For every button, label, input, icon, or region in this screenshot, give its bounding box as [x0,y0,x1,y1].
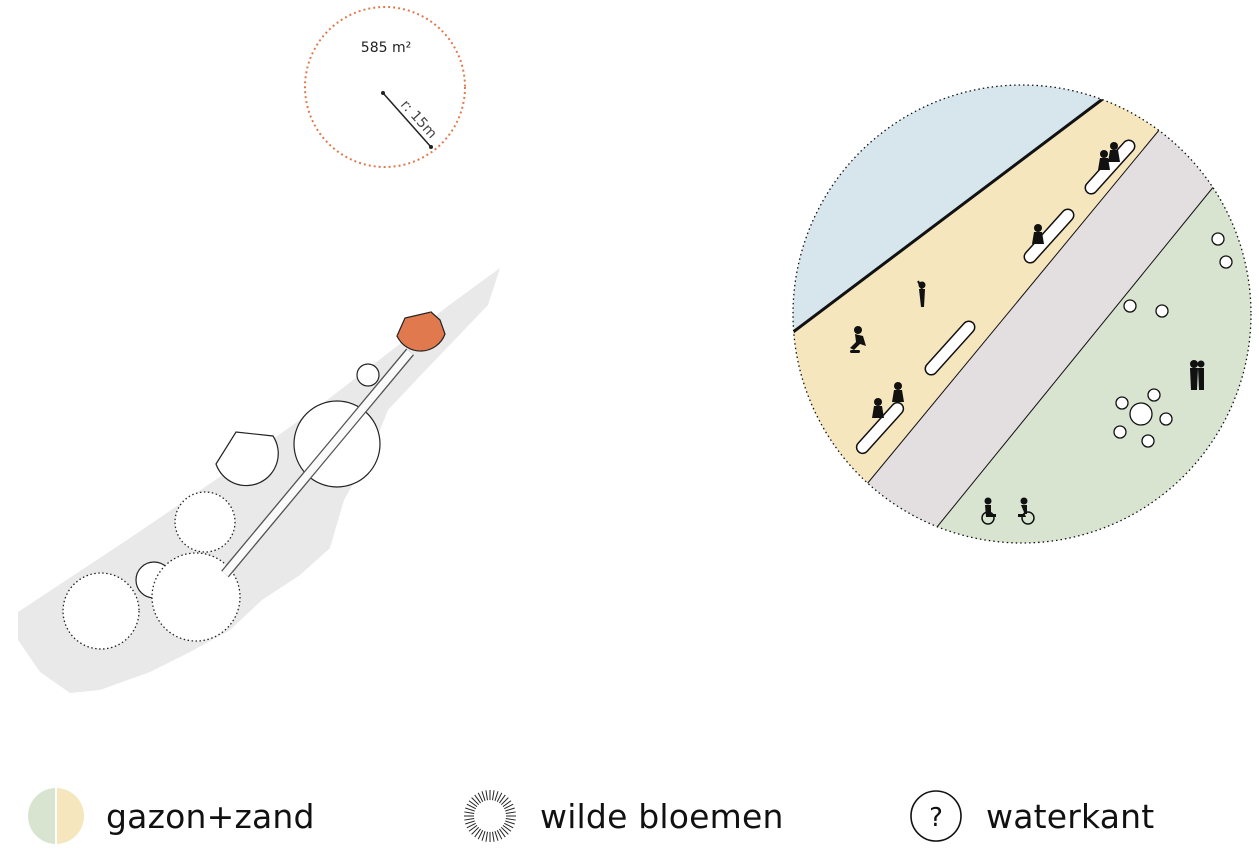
zone-circle [174,491,236,553]
person-figure [850,326,866,353]
bench [855,401,905,455]
person-figure [892,382,904,402]
legend-label: waterkant [986,796,1155,836]
person-figure [917,280,926,307]
wildflower-burst-icon [464,790,516,842]
zone-circle [151,552,241,642]
legend-item-waterfront: ? waterkant [908,786,1154,846]
person-figure [1190,360,1198,390]
question-circle-icon: ? [910,790,962,842]
person-figure [1032,224,1044,244]
detail-circle [792,84,1252,544]
scale-circle: 585 m² r: 15m [304,6,466,168]
stool [1159,412,1173,426]
wheelchair-user [981,497,996,525]
stool [1147,388,1161,402]
stool [1123,299,1137,313]
half-lawn-half-sand-icon [28,788,84,844]
legend-item-lawn-sand: gazon+zand [28,786,315,846]
radius-label: r: 15m [397,97,440,142]
wheelchair-user [1018,497,1035,525]
stool [1211,232,1225,246]
stool [1115,396,1129,410]
radius-line [382,92,432,148]
stool [1155,304,1169,318]
stool [1219,255,1233,269]
person-figure [1197,360,1205,390]
legend-item-wildflowers: wilde bloemen [462,786,784,846]
bench [1023,208,1075,264]
svg-text:?: ? [929,803,943,833]
zone-circle [356,363,380,387]
legend-label: wilde bloemen [540,796,784,836]
stool [1141,434,1155,448]
stool [1113,425,1127,439]
area-label: 585 m² [361,40,411,56]
zone-circle [62,572,140,650]
legend-label: gazon+zand [106,796,315,836]
bench [924,320,976,376]
person-figure [872,398,884,418]
person-figure [1108,142,1120,162]
zone-cut-circle [215,431,279,487]
site-plan [18,268,500,693]
person-figure [1098,150,1110,170]
picnic-table [1129,402,1153,426]
